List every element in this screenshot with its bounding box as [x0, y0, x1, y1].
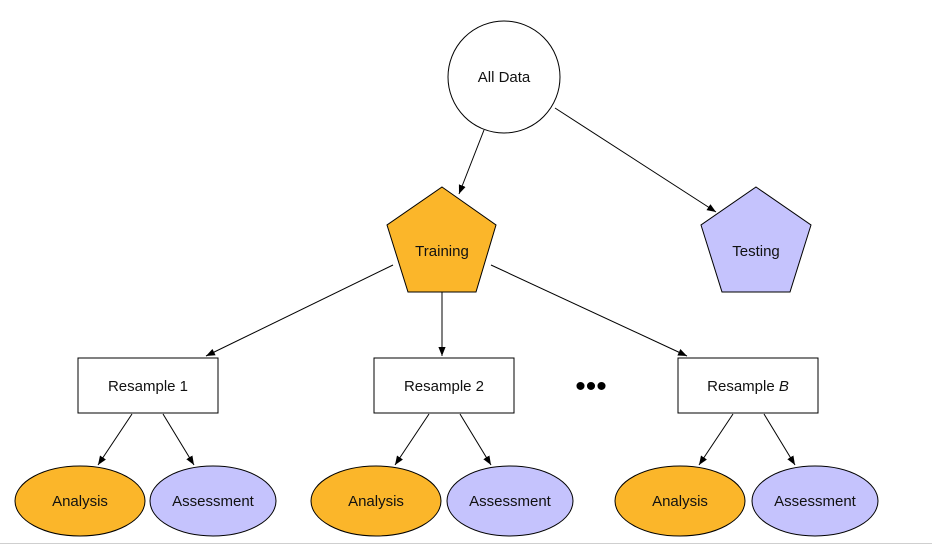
- analysis-1-ellipse: [14, 465, 146, 537]
- edges: [97, 107, 796, 466]
- edge-resample2-assessment: [459, 413, 492, 466]
- assessment-1-ellipse: [149, 465, 277, 537]
- analysis-b-label: Analysis: [652, 493, 708, 510]
- ellipsis-dots: •••: [575, 370, 607, 403]
- edge-alldata-training: [458, 129, 485, 195]
- bottom-divider: [0, 543, 932, 544]
- resample-1-box: [77, 357, 219, 414]
- assessment-1-label: Assessment: [172, 493, 255, 510]
- testing-pentagon: [700, 186, 812, 293]
- testing-label: Testing: [732, 243, 780, 260]
- resample-b-box: [677, 357, 819, 414]
- analysis-2-ellipse: [310, 465, 442, 537]
- edge-resampleB-analysis: [698, 413, 734, 466]
- assessment-b-label: Assessment: [774, 493, 857, 510]
- resample-2-box: [373, 357, 515, 414]
- edge-alldata-testing: [554, 107, 717, 213]
- analysis-1-label: Analysis: [52, 493, 108, 510]
- leaf-group-b: Analysis Assessment: [614, 465, 879, 537]
- resample-1-label: Resample 1: [108, 378, 188, 395]
- assessment-2-ellipse: [446, 465, 574, 537]
- edge-resample1-analysis: [97, 413, 133, 466]
- analysis-2-label: Analysis: [348, 493, 404, 510]
- leaf-group-2: Analysis Assessment: [310, 465, 574, 537]
- resample-2-label: Resample 2: [404, 378, 484, 395]
- edge-resample2-analysis: [394, 413, 430, 466]
- node-testing: Testing: [700, 186, 812, 293]
- node-resample-b: Resample B: [677, 357, 819, 414]
- all-data-circle: [447, 20, 561, 134]
- resample-b-label: Resample B: [707, 378, 789, 395]
- training-pentagon: [386, 186, 497, 293]
- edge-resampleB-assessment: [763, 413, 796, 466]
- node-resample-2: Resample 2: [373, 357, 515, 414]
- edge-training-resample1: [205, 264, 394, 357]
- assessment-2-label: Assessment: [469, 493, 552, 510]
- analysis-b-ellipse: [614, 465, 746, 537]
- training-label: Training: [415, 243, 469, 260]
- leaf-group-1: Analysis Assessment: [14, 465, 277, 537]
- all-data-label: All Data: [478, 69, 531, 86]
- resample-b-prefix: Resample: [707, 378, 779, 395]
- assessment-b-ellipse: [751, 465, 879, 537]
- node-training: Training: [386, 186, 497, 293]
- node-resample-1: Resample 1: [77, 357, 219, 414]
- edge-resample1-assessment: [162, 413, 195, 466]
- resample-b-letter: B: [779, 378, 789, 395]
- node-all-data: All Data: [447, 20, 561, 134]
- edge-training-resampleB: [490, 264, 688, 357]
